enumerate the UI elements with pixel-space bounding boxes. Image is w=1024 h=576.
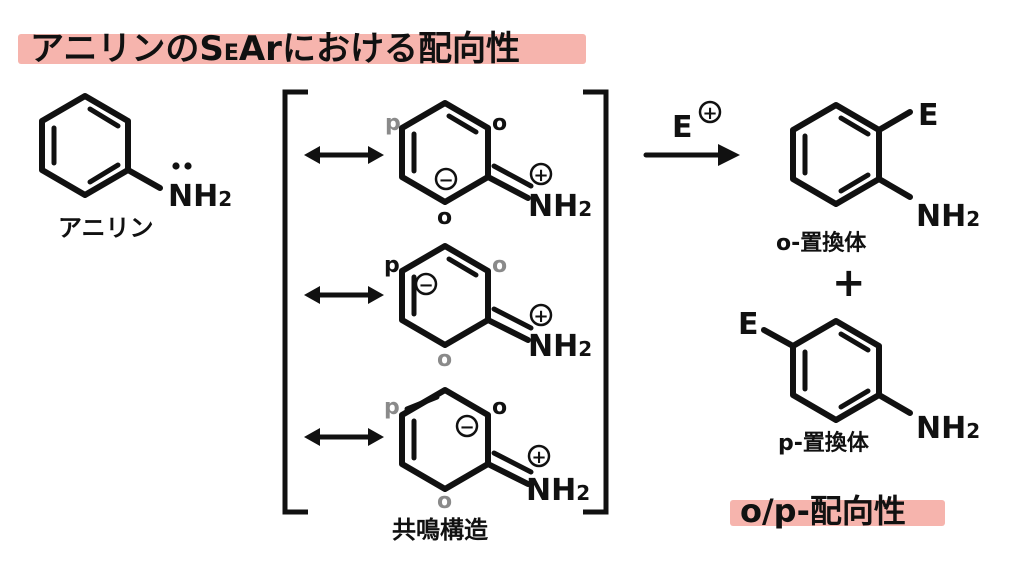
ring <box>399 100 491 205</box>
electrophile-reagent: E <box>672 110 693 145</box>
positive-charge <box>698 100 722 124</box>
plus-sign: + <box>832 260 866 306</box>
electrophile-substituent: E <box>738 307 759 342</box>
title-suffix: における配向性 <box>282 29 520 69</box>
title: アニリンのSEArにおける配向性 <box>18 29 586 69</box>
svg-text:−: − <box>418 275 433 296</box>
ortho-position-label: o <box>492 111 507 136</box>
resonance-arrow <box>304 146 384 164</box>
para-product-label: p-置換体 <box>778 430 870 456</box>
amino-group: NH2 <box>916 199 980 234</box>
ring <box>399 243 491 348</box>
right-bracket <box>583 89 609 515</box>
title-s: S <box>199 29 224 69</box>
para-position-label: p <box>384 253 400 278</box>
aniline-amino-group: NH2 <box>168 179 232 214</box>
title-highlight <box>18 34 586 64</box>
electrophile-substituent: E <box>918 98 939 133</box>
lone-pair-dot <box>184 162 192 170</box>
ortho-position-label: o <box>492 253 507 278</box>
negative-charge <box>455 414 479 438</box>
ortho-position-label: o <box>492 395 507 420</box>
aniline-double-bond <box>87 106 121 129</box>
aniline-cn-bond <box>125 167 163 191</box>
left-bracket <box>282 89 308 515</box>
title-e-subscript: E <box>224 41 239 66</box>
conclusion: o/p-配向性 <box>730 492 945 530</box>
svg-text:−: − <box>459 417 474 438</box>
resonance-caption: 共鳴構造 <box>392 516 488 544</box>
iminium-group: NH2 <box>528 189 592 224</box>
svg-text:+: + <box>702 103 717 124</box>
title-ar: Ar <box>239 29 282 69</box>
svg-text:アニリンのSEArにおける配向性: アニリンのSEArにおける配向性 <box>30 29 520 69</box>
svg-text:+: + <box>533 306 548 327</box>
amino-group: NH2 <box>916 411 980 446</box>
conclusion-highlight <box>730 500 945 526</box>
aniline-double-bond <box>87 162 121 185</box>
para-position-label: p <box>385 111 401 136</box>
resonance-structure-ortho: p o o − + NH2 <box>385 100 592 230</box>
resonance-arrow <box>304 286 384 304</box>
ring <box>399 387 491 492</box>
reaction-arrow <box>643 144 740 166</box>
title-prefix: アニリンの <box>30 29 199 69</box>
ortho-position-label: o <box>437 347 452 372</box>
ortho-position-label: o <box>437 205 452 230</box>
ortho-product: E NH2 o-置換体 <box>776 98 980 256</box>
positive-charge <box>527 444 551 468</box>
resonance-arrow <box>304 428 384 446</box>
aniline-label: アニリン <box>58 214 154 242</box>
aniline-structure: NH2 アニリン <box>39 93 232 242</box>
negative-charge <box>434 167 458 191</box>
resonance-structure-ortho-2: p o o − + NH2 <box>384 387 590 514</box>
positive-charge <box>529 303 553 327</box>
para-position-label: p <box>384 395 400 420</box>
svg-text:+: + <box>531 447 546 468</box>
conclusion-text: o/p-配向性 <box>740 492 906 530</box>
ortho-product-label: o-置換体 <box>776 230 867 256</box>
svg-text:+: + <box>533 165 548 186</box>
positive-charge <box>529 162 553 186</box>
para-product: E NH2 p-置換体 <box>738 307 980 456</box>
iminium-group: NH2 <box>528 329 592 364</box>
lone-pair-dot <box>172 162 180 170</box>
aniline-ring <box>39 93 131 198</box>
ortho-position-label: o <box>437 489 452 514</box>
svg-text:−: − <box>438 170 453 191</box>
resonance-structure-para: p o o − + NH2 <box>384 243 592 372</box>
iminium-group: NH2 <box>526 473 590 508</box>
negative-charge <box>414 272 438 296</box>
